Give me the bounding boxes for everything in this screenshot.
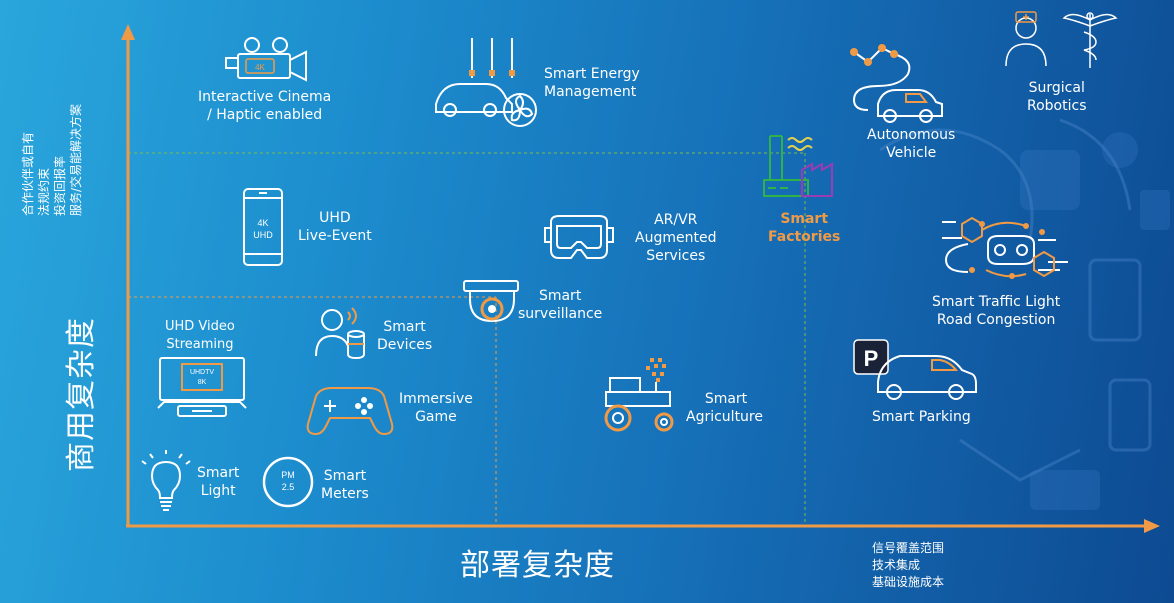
- label-line: Smart: [383, 319, 426, 335]
- uhd-streaming-label: UHD Video Streaming: [165, 318, 235, 354]
- tv-icon-text-uhdtv: UHDTV: [190, 369, 214, 376]
- tractor-icon: [604, 358, 674, 432]
- label-line: / Haptic enabled: [207, 107, 323, 123]
- surgeon-medical-icon: [1005, 11, 1118, 68]
- autonomous-car-icon: [850, 44, 943, 123]
- x-axis-label: 部署复杂度: [460, 548, 615, 583]
- security-camera-icon: [463, 280, 519, 323]
- y-note: 合作伙伴或自有: [21, 131, 35, 216]
- label-line: Smart Traffic Light: [932, 294, 1061, 310]
- label-line: Live-Event: [298, 228, 372, 244]
- label-line: Smart: [780, 211, 829, 227]
- phone-icon-text-4k: 4K: [257, 218, 268, 228]
- factory-icon: [763, 135, 833, 197]
- smart-agriculture-label: Smart Agriculture: [686, 390, 766, 426]
- label-line: Road Congestion: [936, 312, 1056, 328]
- label-line: Surgical: [1028, 80, 1085, 96]
- smart-traffic-label: Smart Traffic Light Road Congestion: [932, 293, 1060, 329]
- smartphone-icon: 4K UHD: [243, 188, 283, 266]
- label-line: Game: [415, 409, 457, 425]
- lightbulb-icon: [141, 450, 191, 511]
- movie-camera-icon: 4K: [225, 37, 307, 82]
- interactive-cinema-label: Interactive Cinema / Haptic enabled: [198, 88, 331, 124]
- label-line: Immersive: [399, 391, 473, 407]
- smart-devices-label: Smart Devices: [377, 318, 432, 354]
- y-note: 投资回报率: [53, 155, 67, 216]
- y-axis: [121, 24, 135, 526]
- label-line: Smart: [704, 391, 748, 407]
- label-line: Vehicle: [886, 145, 937, 161]
- parking-sign-letter: P: [864, 346, 879, 371]
- smart-factories-label: Smart Factories: [768, 210, 840, 246]
- label-line: Augmented: [635, 230, 717, 246]
- label-line: Robotics: [1027, 98, 1087, 114]
- smart-speaker-user-icon: [315, 307, 365, 360]
- tv-icon-text-8k: 8K: [198, 379, 207, 386]
- label-line: Smart: [197, 465, 240, 481]
- svg-text:4K: 4K: [255, 63, 265, 72]
- label-line: AR/VR: [654, 212, 698, 228]
- x-axis-notes: 信号覆盖范围 技术集成 基础设施成本: [872, 540, 944, 591]
- gamepad-icon: [306, 387, 394, 436]
- x-note: 技术集成: [872, 558, 921, 572]
- label-line: Interactive Cinema: [198, 89, 332, 105]
- x-note: 基础设施成本: [872, 575, 945, 589]
- y-axis-notes: 合作伙伴或自有 法规约束 投资回报率 服务/交易能解决方案: [20, 104, 84, 216]
- immersive-game-label: Immersive Game: [399, 390, 473, 426]
- autonomous-vehicle-label: Autonomous Vehicle: [867, 126, 955, 162]
- smart-surveillance-label: Smart surveillance: [518, 287, 602, 323]
- smart-meters-label: Smart Meters: [321, 467, 369, 503]
- y-note: 服务/交易能解决方案: [69, 103, 83, 216]
- meter-icon-text-pm: PM: [281, 470, 295, 480]
- ar-vr-label: AR/VR Augmented Services: [635, 211, 716, 265]
- label-line: Services: [646, 248, 706, 264]
- traffic-network-icon: [942, 216, 1068, 279]
- label-line: Autonomous: [867, 127, 956, 143]
- phone-icon-text-uhd: UHD: [253, 230, 273, 240]
- label-line: Meters: [321, 486, 369, 502]
- label-line: Streaming: [166, 337, 234, 352]
- meter-icon-text-value: 2.5: [282, 482, 295, 492]
- x-axis: [126, 519, 1160, 533]
- label-line: Agriculture: [686, 409, 763, 425]
- x-note: 信号覆盖范围: [872, 541, 945, 555]
- surgical-robotics-label: Surgical Robotics: [1027, 79, 1087, 115]
- label-line: Light: [200, 483, 236, 499]
- uhd-live-event-label: UHD Live-Event: [298, 209, 372, 245]
- label-line: Devices: [377, 337, 433, 353]
- smart-parking-label: Smart Parking: [872, 408, 971, 426]
- smart-energy-label: Smart Energy Management: [544, 65, 640, 101]
- label-line: Smart Parking: [872, 409, 971, 425]
- label-line: Smart Energy: [544, 66, 640, 82]
- label-line: UHD Video: [165, 319, 235, 334]
- label-line: Factories: [768, 229, 841, 245]
- label-line: Smart: [323, 468, 367, 484]
- label-line: surveillance: [518, 306, 603, 322]
- air-meter-icon: PM 2.5: [262, 456, 314, 508]
- label-line: UHD: [319, 210, 351, 226]
- smart-light-label: Smart Light: [197, 464, 239, 500]
- dashed-guide-lines: [128, 152, 806, 525]
- tv-streaming-icon: UHDTV 8K: [157, 357, 247, 417]
- energy-car-icon: [435, 38, 537, 127]
- parking-car-icon: P: [853, 339, 977, 400]
- label-line: Management: [544, 84, 637, 100]
- vr-headset-icon: [544, 215, 614, 259]
- label-line: Smart: [538, 288, 582, 304]
- y-note: 法规约束: [37, 167, 51, 216]
- y-axis-label: 商用复杂度: [64, 317, 99, 472]
